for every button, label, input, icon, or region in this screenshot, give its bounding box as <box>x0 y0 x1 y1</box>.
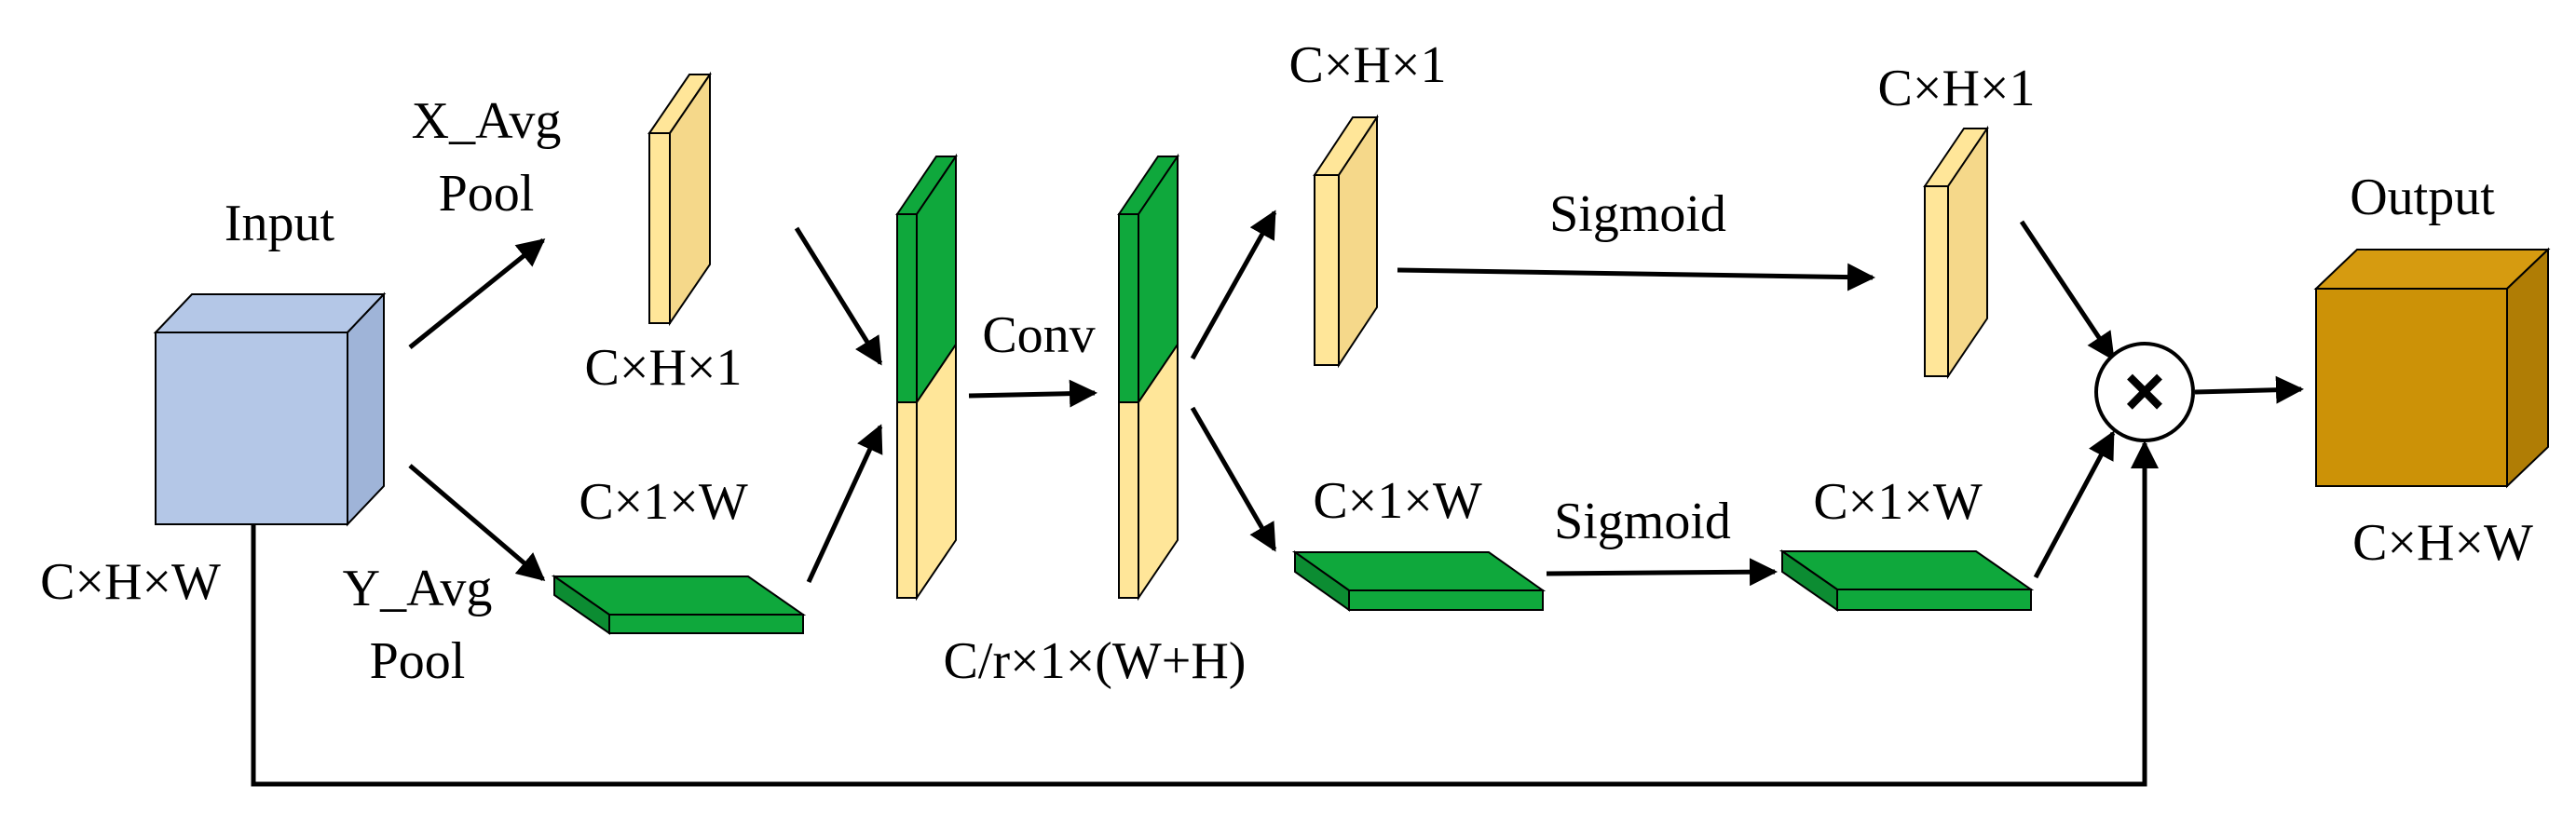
sigmoid-top-label: Sigmoid <box>1549 185 1726 243</box>
arrow-ypool-to-concat <box>806 424 883 584</box>
input-dims-label: C×H×W <box>40 553 221 611</box>
arrow-xpool-to-concat <box>794 226 883 366</box>
arrow-sigmoid-bottom <box>1546 558 1778 587</box>
arrow-watt-to-multiply <box>2033 430 2116 579</box>
y-pooled-feature-slab <box>551 575 807 635</box>
x-avg-pool-label-line2: Pool <box>439 165 535 223</box>
x-pooled-feature-slab <box>647 71 712 327</box>
arrow-split-to-h <box>1190 210 1277 360</box>
output-label: Output <box>2350 169 2495 226</box>
h-branch-dims-label: C×H×1 <box>1289 36 1447 94</box>
output-cube <box>2313 247 2551 489</box>
sigmoid-bottom-label: Sigmoid <box>1554 493 1731 550</box>
w-attention-dims-label: C×1×W <box>1813 473 1983 531</box>
input-label: Input <box>225 195 335 252</box>
y-avg-pool-label-line2: Pool <box>370 632 466 690</box>
arrow-multiply-to-output <box>2194 375 2304 404</box>
output-dims-label: C×H×W <box>2352 514 2533 572</box>
arrow-conv <box>968 379 1097 408</box>
concat-feature-slab <box>895 153 958 602</box>
input-cube <box>153 291 387 527</box>
arrow-input-to-ypool <box>408 464 546 581</box>
x-pool-dims-label: C×H×1 <box>585 339 743 397</box>
y-avg-pool-label-line1: Y_Avg <box>343 560 493 617</box>
arrow-residual-input-to-multiply <box>251 440 2159 787</box>
arrow-split-to-w <box>1190 406 1277 552</box>
multiply-icon: × <box>2124 352 2165 431</box>
multiply-node: × <box>2094 342 2195 442</box>
w-branch-feature-slab <box>1291 550 1547 612</box>
x-avg-pool-label-line1: X_Avg <box>412 92 562 150</box>
conv-feature-slab <box>1117 153 1179 602</box>
conv-label: Conv <box>982 306 1095 364</box>
arrow-input-to-xpool <box>408 238 546 349</box>
y-pool-dims-label: C×1×W <box>579 473 748 531</box>
h-attention-dims-label: C×H×1 <box>1878 60 2036 117</box>
h-branch-feature-slab <box>1313 114 1379 369</box>
arrow-hatt-to-multiply <box>2019 220 2116 361</box>
arrow-sigmoid-top <box>1397 263 1875 291</box>
w-branch-dims-label: C×1×W <box>1313 472 1482 530</box>
w-attention-slab <box>1779 549 2035 612</box>
concat-dims-label: C/r×1×(W+H) <box>944 632 1247 690</box>
h-attention-slab <box>1923 125 1989 380</box>
